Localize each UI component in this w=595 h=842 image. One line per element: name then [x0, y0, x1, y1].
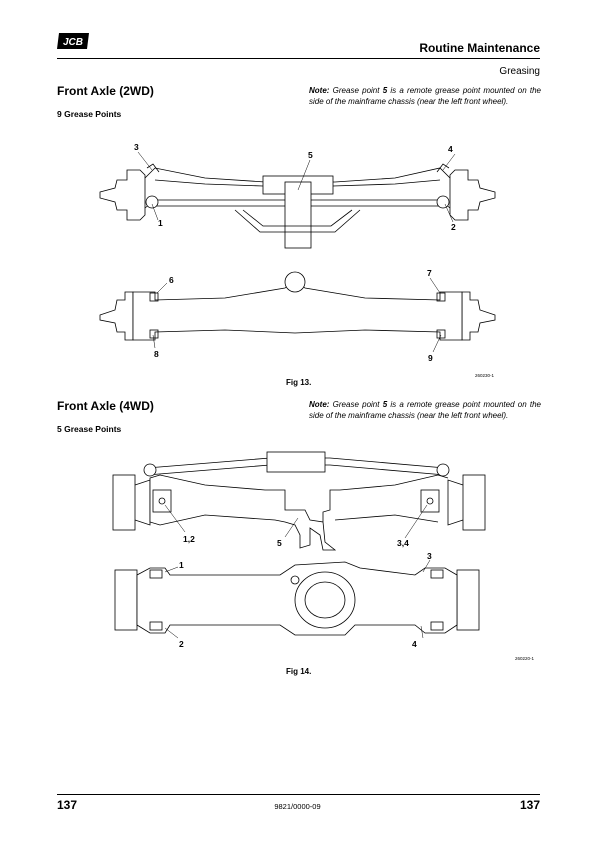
jcb-logo: JCB — [57, 33, 89, 49]
grease-point-4-label: 4 — [448, 144, 453, 154]
svg-text:JCB: JCB — [63, 37, 83, 48]
grease-point-4-label: 4 — [412, 639, 417, 649]
note-prefix: Note: — [309, 86, 330, 95]
figure-14-caption: Fig 14. — [286, 667, 312, 676]
section1-note: Note: Grease point 5 is a remote grease … — [309, 85, 541, 107]
note-number: 5 — [382, 400, 388, 409]
section2-title: Front Axle (4WD) — [57, 399, 154, 413]
note-text-post: is a remote grease point mounted on the … — [309, 400, 542, 420]
section1-subtitle: 9 Grease Points — [57, 109, 122, 119]
axle-4wd-top-view — [112, 451, 486, 551]
grease-point-8-label: 7 — [427, 268, 432, 278]
header-rule — [57, 58, 540, 59]
figure-14-ref: 260220-1 — [515, 656, 535, 661]
grease-point-6-label: 6 — [169, 275, 174, 285]
grease-point-2-label: 2 — [179, 639, 184, 649]
grease-points-3-4-label: 3,4 — [397, 538, 409, 548]
leader-lines — [137, 151, 456, 353]
grease-point-1-label: 1 — [158, 218, 163, 228]
grease-points-1-2-label: 1,2 — [183, 534, 195, 544]
grease-point-5-label: 5 — [308, 150, 313, 160]
note-text-pre: Grease point — [329, 86, 383, 95]
grease-point-7-label: 8 — [154, 349, 159, 359]
axle-2wd-top-view — [99, 163, 496, 249]
chapter-title: Routine Maintenance — [419, 41, 540, 55]
note-prefix: Note: — [309, 400, 330, 409]
grease-point-1-label: 1 — [179, 560, 184, 570]
page-number-left: 137 — [57, 798, 78, 812]
grease-point-3-label: 3 — [427, 551, 432, 561]
axle-4wd-front-view — [114, 561, 480, 636]
document-number: 9821/0000-09 — [274, 802, 321, 811]
grease-point-9-label: 9 — [428, 353, 433, 363]
section2-note: Note: Grease point 5 is a remote grease … — [309, 399, 541, 421]
grease-point-5-label: 5 — [277, 538, 282, 548]
section1-title: Front Axle (2WD) — [57, 84, 154, 98]
figure-13-diagram: 3 5 4 1 2 6 7 8 9 260230-1 — [99, 142, 496, 378]
footer-rule — [57, 794, 540, 795]
note-text-post: is a remote grease point mounted on the … — [309, 86, 542, 106]
section2-subtitle: 5 Grease Points — [57, 424, 122, 434]
page-number-right: 137 — [519, 798, 540, 812]
axle-2wd-front-view — [99, 271, 496, 341]
figure-13-caption: Fig 13. — [286, 378, 312, 387]
grease-point-2-label: 2 — [451, 222, 456, 232]
section-name: Greasing — [499, 66, 540, 77]
figure-13-ref: 260230-1 — [475, 373, 495, 378]
figure-14-diagram: 1,2 5 3,4 1 2 3 4 260220-1 — [112, 451, 535, 661]
grease-point-3-label: 3 — [134, 142, 139, 152]
leader-lines — [164, 504, 431, 639]
note-number: 5 — [382, 86, 388, 95]
note-text-pre: Grease point — [329, 400, 383, 409]
